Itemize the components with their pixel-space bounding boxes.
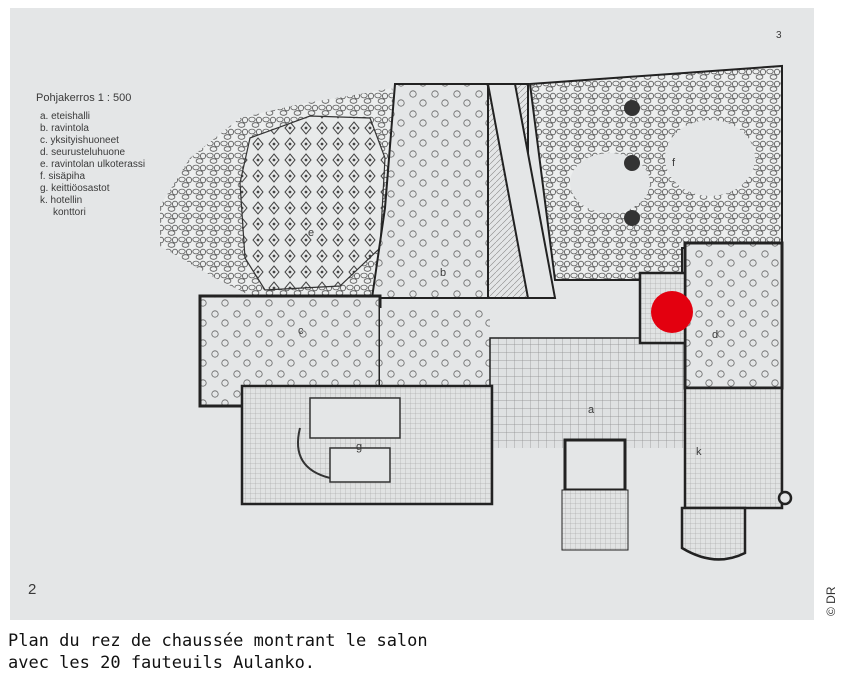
hall-west	[380, 308, 490, 388]
kitchen-g	[240, 384, 494, 506]
room-labels: a b c d e f g k	[298, 157, 718, 458]
floor-plan-image: 3 2 Pohjakerros 1 : 500 a. eteishalli b.…	[10, 8, 814, 620]
photo-credit: © DR	[824, 586, 838, 616]
floor-plan-drawing: 3 2 Pohjakerros 1 : 500 a. eteishalli b.…	[28, 30, 793, 598]
salon-location-marker	[651, 291, 693, 333]
caption-line: Plan du rez de chaussée montrant le salo…	[8, 631, 428, 651]
room-label-e: e	[308, 227, 314, 239]
room-label-b: b	[440, 267, 446, 279]
legend-item: f. sisäpiha	[40, 171, 85, 182]
room-label-k: k	[696, 446, 702, 458]
legend-item: e. ravintolan ulkoterassi	[40, 159, 145, 170]
legend-item: konttori	[53, 207, 86, 218]
hotel-office-k	[683, 386, 784, 510]
room-label-f: f	[672, 157, 676, 169]
page-number-bottom: 2	[28, 581, 36, 598]
plan-legend: Pohjakerros 1 : 500 a. eteishalli b. rav…	[36, 92, 145, 218]
room-label-d: d	[712, 329, 718, 341]
room-label-c: c	[298, 325, 304, 337]
legend-item: c. yksityishuoneet	[40, 135, 119, 146]
caption-line: avec les 20 fauteuils Aulanko.	[8, 653, 316, 673]
legend-title: Pohjakerros 1 : 500	[36, 92, 131, 104]
page-number-top: 3	[776, 30, 782, 41]
restaurant-b	[370, 83, 489, 299]
legend-item: b. ravintola	[40, 123, 89, 134]
room-label-g: g	[356, 441, 362, 453]
courtyard-f	[528, 64, 783, 281]
legend-item: a. eteishalli	[40, 111, 90, 122]
legend-item: d. seurusteluhuone	[40, 147, 126, 158]
legend-item: g. keittiöosastot	[40, 183, 110, 194]
photo-credit-text: © DR	[824, 586, 838, 616]
terrace-e	[239, 115, 386, 291]
room-label-a: a	[588, 404, 595, 416]
legend-item: k. hotellin	[40, 195, 82, 206]
image-caption: Plan du rez de chaussée montrant le salo…	[8, 630, 828, 674]
salon-d	[683, 241, 784, 390]
